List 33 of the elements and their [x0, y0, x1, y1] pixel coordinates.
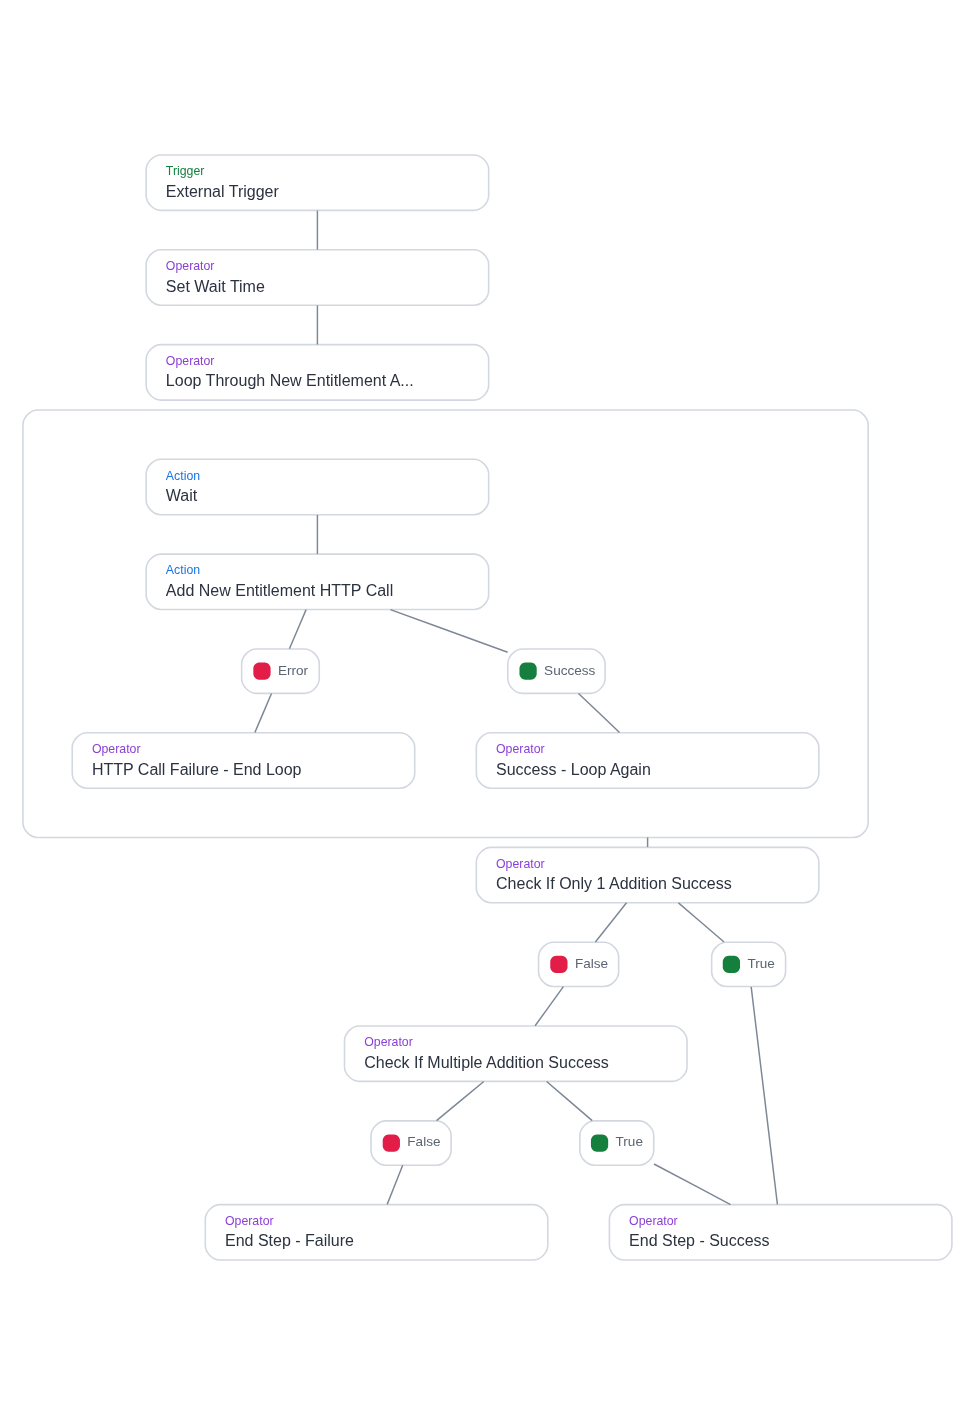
node-box: Operator End Step - Success	[608, 1203, 953, 1261]
connector	[577, 692, 621, 734]
node-box: Operator Check If Only 1 Addition Success	[475, 846, 820, 904]
connector	[389, 608, 509, 653]
node-box: Operator Set Wait Time	[145, 249, 490, 307]
node-box: True	[710, 941, 787, 988]
node-box: Operator Check If Multiple Addition Success	[343, 1025, 688, 1083]
connector	[316, 514, 319, 555]
node-box: Action Add New Entitlement HTTP Call	[145, 553, 490, 611]
connector	[386, 1164, 404, 1206]
node-box: Success	[506, 648, 606, 695]
connector	[254, 692, 273, 734]
connector	[534, 985, 565, 1027]
node-box: Operator Success - Loop Again	[475, 731, 820, 789]
node-box: Error	[240, 648, 321, 695]
connector	[435, 1080, 485, 1122]
connector	[288, 608, 307, 650]
node-box: True	[579, 1120, 655, 1166]
node-box: Operator End Step - Failure	[204, 1203, 549, 1261]
connector	[750, 986, 779, 1206]
connector	[594, 902, 628, 943]
node-box: False	[537, 941, 620, 988]
node-box: False	[370, 1120, 452, 1166]
connector	[316, 304, 319, 346]
node-box: Trigger External Trigger	[145, 154, 490, 212]
cluster	[22, 409, 869, 839]
connector	[545, 1080, 593, 1122]
node-box: Action Wait	[145, 458, 490, 516]
connector	[316, 209, 319, 251]
connector	[653, 1163, 732, 1206]
node-box: Operator Loop Through New Entitlement A...	[145, 343, 490, 401]
node-box: Operator HTTP Call Failure - End Loop	[71, 731, 416, 789]
connector	[677, 902, 725, 943]
